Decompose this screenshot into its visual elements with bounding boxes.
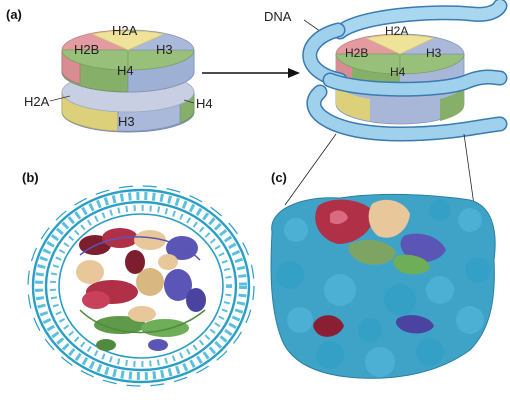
h2a-side-label: H2A [24, 94, 50, 109]
wrapped-h3-label: H3 [426, 46, 442, 60]
zoom-line-right [463, 133, 475, 206]
h4-side-label: H4 [196, 96, 213, 111]
transition-arrow [202, 68, 300, 78]
panel-b-label: (b) [22, 170, 39, 185]
h2b-top-label: H2B [74, 42, 99, 57]
zoom-line-left [284, 133, 337, 206]
panel-c-label: (c) [271, 170, 287, 185]
dna-wrapped-nucleosome [302, 0, 508, 142]
surface-structure [270, 193, 496, 379]
histone-octamer-disk [61, 29, 195, 133]
wrapped-h4-label: H4 [390, 65, 406, 79]
h2a-segment [90, 30, 166, 51]
h4-top-label: H4 [117, 63, 134, 78]
h3-top-label: H3 [156, 42, 173, 57]
wrapped-h2b-label: H2B [345, 46, 368, 60]
h4-segment [61, 49, 129, 71]
wrapped-h2a-label: H2A [385, 24, 408, 38]
ribbon-structure [27, 185, 255, 387]
panel-a-label: (a) [6, 7, 22, 22]
dna-label: DNA [264, 9, 292, 24]
h3-side-label: H3 [118, 114, 135, 129]
h2a-top-label: H2A [112, 23, 138, 38]
